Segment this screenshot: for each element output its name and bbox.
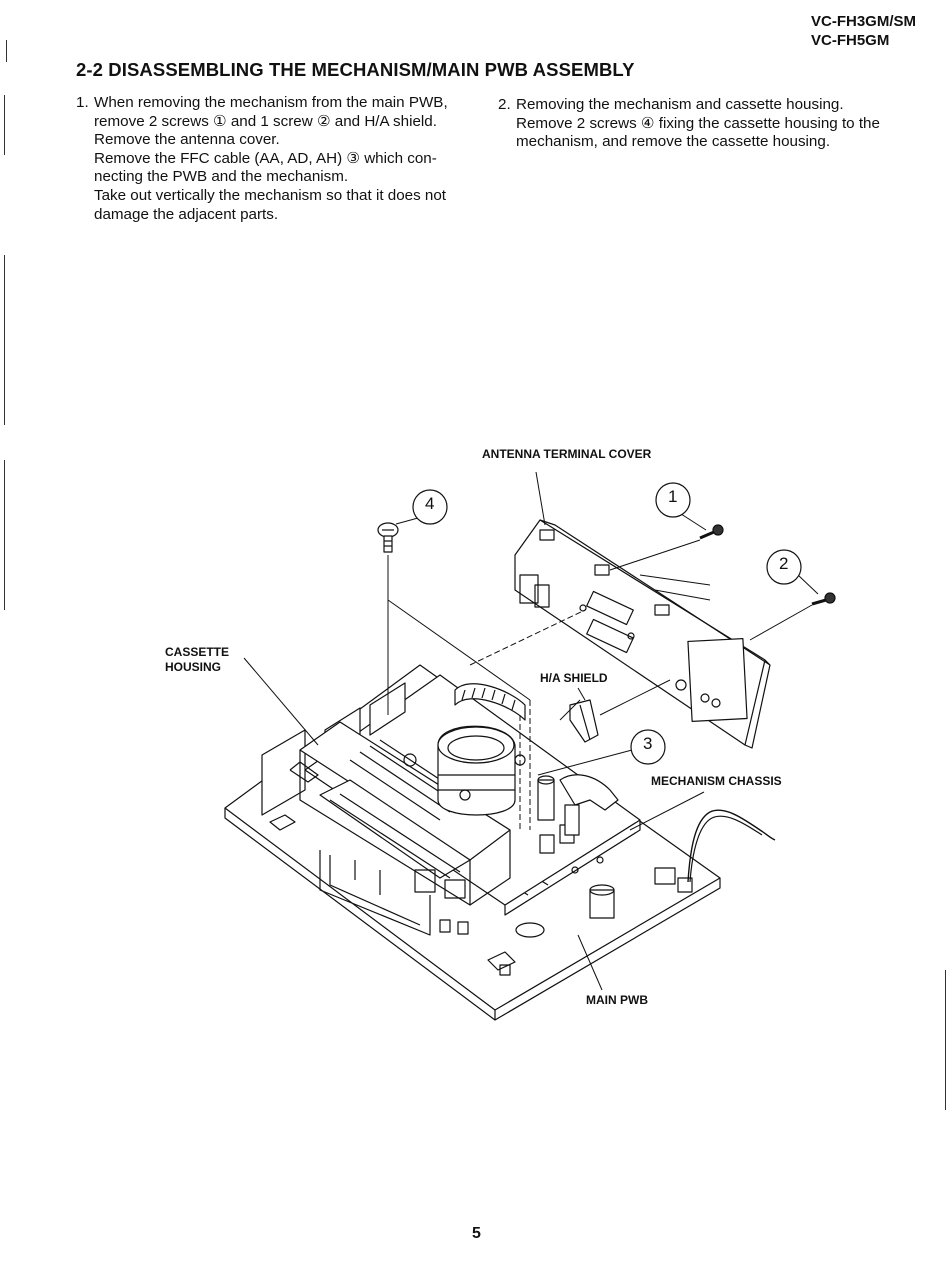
- label-antenna-terminal-cover: ANTENNA TERMINAL COVER: [482, 447, 652, 461]
- ffc-cable: [454, 683, 526, 721]
- scan-margin-mark: [4, 255, 5, 425]
- screw-4: [377, 522, 399, 553]
- head-drum: [403, 725, 526, 816]
- section-title: 2-2 DISASSEMBLING THE MECHANISM/MAIN PWB…: [76, 59, 635, 80]
- step-1-line: necting the PWB and the mechanism.: [94, 168, 349, 186]
- step-2-line: Remove 2 screws ④ fixing the cassette ho…: [516, 114, 880, 132]
- screw-1: [699, 524, 724, 540]
- label-mechanism-chassis: MECHANISM CHASSIS: [651, 774, 782, 788]
- callout-2: 2: [779, 554, 789, 573]
- step-1-line: damage the adjacent parts.: [94, 205, 279, 223]
- model-line-2: VC-FH5GM: [811, 32, 890, 49]
- scan-margin-mark: [4, 460, 5, 610]
- callout-1: 1: [668, 487, 678, 506]
- ha-shield-part: [569, 699, 599, 743]
- step-1-line: When removing the mechanism from the mai…: [94, 94, 448, 111]
- mechanism-arm: [537, 774, 619, 836]
- step-2-line: mechanism, and remove the cassette housi…: [516, 133, 831, 151]
- label-main-pwb: MAIN PWB: [586, 993, 648, 1007]
- scan-margin-mark: [945, 970, 946, 1110]
- step-2-number: 2.: [498, 96, 511, 113]
- cassette-housing: [261, 682, 511, 906]
- page-number: 5: [472, 1225, 481, 1242]
- step-1: 1. When removing the mechanism from the …: [76, 94, 486, 224]
- step-1-line: Take out vertically the mechanism so tha…: [94, 186, 447, 204]
- label-ha-shield: H/A SHIELD: [540, 671, 608, 685]
- step-1-line: Remove the antenna cover.: [94, 131, 280, 149]
- scan-margin-mark: [4, 95, 5, 155]
- model-line-1: VC-FH3GM/SM: [811, 13, 916, 30]
- step-2-line: Removing the mechanism and cassette hous…: [516, 96, 844, 113]
- label-cassette-housing-1: CASSETTE: [165, 645, 230, 659]
- step-1-number: 1.: [76, 94, 89, 111]
- step-1-line: remove 2 screws ① and 1 screw ② and H/A …: [94, 112, 437, 130]
- scan-margin-mark: [6, 40, 7, 62]
- step-1-line: Remove the FFC cable (AA, AD, AH) ③ whic…: [94, 149, 437, 167]
- model-number: VC-FH3GM/SM VC-FH5GM: [811, 12, 916, 50]
- callout-4: 4: [425, 494, 435, 513]
- callout-3: 3: [643, 734, 653, 753]
- label-cassette-housing-2: HOUSING: [165, 660, 222, 674]
- antenna-terminal-cover: [514, 519, 771, 749]
- screw-2: [811, 592, 836, 606]
- step-2: 2. Removing the mechanism and cassette h…: [498, 96, 918, 152]
